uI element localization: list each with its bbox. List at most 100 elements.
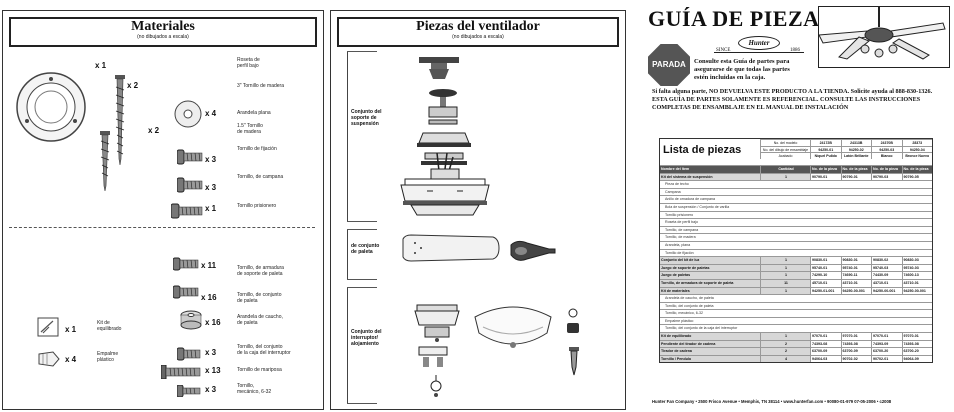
finishe-cell: Níquel Pulido (810, 152, 841, 159)
row-qty: 2 (760, 340, 810, 348)
row-item-name: Kit del sistema de suspensión (661, 174, 713, 179)
row-part-number: 74690-11 (840, 272, 871, 279)
qty-washer: x 4 (205, 109, 217, 118)
row-item-name: Tornillo, de armadura de soporte de pale… (661, 280, 734, 285)
label-canopy-screw: Tornillo, de campana (237, 174, 284, 180)
bracket-blade-top (347, 229, 377, 230)
row-item-name: Tornillo, del conjunto de paleta (665, 303, 714, 308)
row-part-number: 97070-01 (901, 333, 932, 340)
pull-chain-image (430, 375, 442, 397)
row-part-number: 90830-01 (840, 257, 871, 264)
materials-divider (9, 227, 315, 228)
qty-set-screw: x 1 (205, 204, 217, 213)
row-part-number: 90790-05 (901, 173, 932, 181)
label-wood-screw-3in: 3" Tornillo de madera (237, 83, 284, 89)
row-part-number: 90702-02 (840, 355, 871, 363)
drawing-cell: 94250-04 (901, 145, 932, 152)
label-blade-iron-screw: Tornillo, de armadura de soporte de pale… (237, 265, 284, 277)
set-screw-image (171, 203, 203, 219)
row-item-name: Kit de equilibrado (661, 334, 692, 339)
blade-iron-image (510, 240, 556, 261)
parts-list-title: Lista de piezas (663, 144, 742, 156)
wood-screw-1-5in-image (100, 131, 110, 191)
row-part-number: 74600-13 (901, 272, 932, 279)
table-row: Tornillo, mecánico, 6-32 (660, 309, 932, 317)
row-item-name: Anillo de ornadura de campana (665, 197, 715, 202)
row-part-number: 63700-20 (901, 348, 932, 355)
fan-parts-banner: Piezas del ventilador (no dibujados a es… (337, 17, 619, 47)
col-part-header-1: No. de la pieza (840, 166, 872, 173)
table-row: Tornillo, de armadura de soporte de pale… (660, 278, 932, 287)
row-part-number: 97070-01 (840, 333, 871, 340)
row-qty: 1 (760, 272, 810, 279)
switch-housing-screw-image (177, 347, 201, 361)
finial-image (569, 347, 579, 376)
flat-washer-image (174, 100, 202, 128)
header-label-2: Acabado (760, 152, 810, 159)
model-cell: 24370B (871, 139, 902, 146)
row-item-name: Bola de suspensión / Conjunto de varilla (665, 204, 730, 209)
label-plastic-splice: Empalme plástico (97, 351, 119, 363)
group-switch-label: Conjunto del interruptor/ alojamiento (351, 329, 382, 347)
row-item-name: Tornillo, de campana (665, 227, 699, 232)
qty-machine-screw: x 3 (205, 385, 217, 394)
warning-text: Si falta alguna parte, NO DEVUELVA ESTE … (652, 88, 933, 111)
bracket-switch-bottom (347, 403, 377, 404)
row-item-name: Tirador de cadena (661, 349, 692, 354)
qty-fixing-screw: x 3 (205, 155, 217, 164)
drawing-cell: 94250-01 (810, 145, 841, 152)
row-item-name: Tornillo / Pendulo (661, 356, 692, 361)
table-row: Empalme plástico (660, 316, 932, 325)
blade-iron-screw-image (173, 257, 199, 271)
materials-subtitle: (no dibujados a escala) (137, 34, 189, 40)
label-wing-screw: Tornillo de mariposa (237, 367, 282, 373)
row-part-number: 63700-09 (810, 348, 841, 355)
year-label: 1886 (790, 48, 800, 53)
qty-canopy-screw: x 3 (205, 183, 217, 192)
bracket-suspension-bottom (347, 221, 377, 222)
col-part-header-3: No. de la pieza (901, 166, 933, 173)
model-cell: 24313B (840, 139, 871, 146)
row-item-name: Tornillo, mecánico, 6-32 (665, 311, 703, 316)
row-qty: 1 (760, 264, 810, 272)
row-part-number: 95740-03 (901, 264, 932, 272)
row-part-number: 90790-03 (871, 173, 902, 181)
header-label-1: No. del dibujo de ensamblaje (760, 145, 810, 152)
fan-parts-title: Piezas del ventilador (416, 19, 540, 34)
group-suspension-label: Conjunto del soporte de suspensión (351, 109, 382, 127)
table-row: Tornillo de fijación (660, 248, 932, 257)
guide-title: GUÍA DE PIEZAS (648, 6, 833, 31)
row-part-number: 63700-20 (871, 348, 902, 355)
bracket-suspension (347, 51, 348, 221)
header-label-0: No. del modelo (760, 139, 810, 146)
row-part-number: 74393-08 (810, 340, 841, 348)
table-row: Tornillo, de campana (660, 225, 932, 234)
row-item-name: Conjunto del kit de luz (661, 258, 700, 263)
qty-balancing-kit: x 1 (65, 325, 77, 334)
row-item-name: Juego de paletas (661, 273, 691, 278)
row-item-name: Arandela, plana (665, 242, 691, 247)
row-part-number: 43710-01 (901, 279, 932, 287)
qty-wing-screw: x 13 (205, 366, 221, 375)
row-part-number: 95740-03 (871, 264, 902, 272)
label-blade-screw: Tornillo, de conjunto de paleta (237, 292, 282, 304)
col-part-header-2: No. de la pieza (871, 166, 902, 173)
label-wood-screw-1-5in: 1.5" Tornillo de madera (237, 123, 263, 135)
materials-banner: Materiales (no dibujados a escala) (9, 17, 317, 47)
row-part-number: 90830-01 (810, 257, 841, 264)
qty-wood-screw-1-5in: x 2 (148, 126, 160, 135)
row-part-number: 90790-01 (810, 173, 841, 181)
row-item-name: Pendiente del tirador de cadena (661, 341, 716, 346)
row-item-name: Juego de soporte de paletas (661, 265, 710, 270)
parts-list-column-row: Nombre del Item Cantidad No. de la pieza… (660, 165, 932, 173)
blade-screw-image (173, 285, 199, 299)
row-part-number: 45710-01 (810, 279, 841, 287)
row-part-number: 94064-09 (901, 355, 932, 363)
bracket-blade (347, 229, 348, 279)
row-item-name: Pieza de techo (665, 182, 689, 187)
canopy-image (417, 132, 471, 165)
